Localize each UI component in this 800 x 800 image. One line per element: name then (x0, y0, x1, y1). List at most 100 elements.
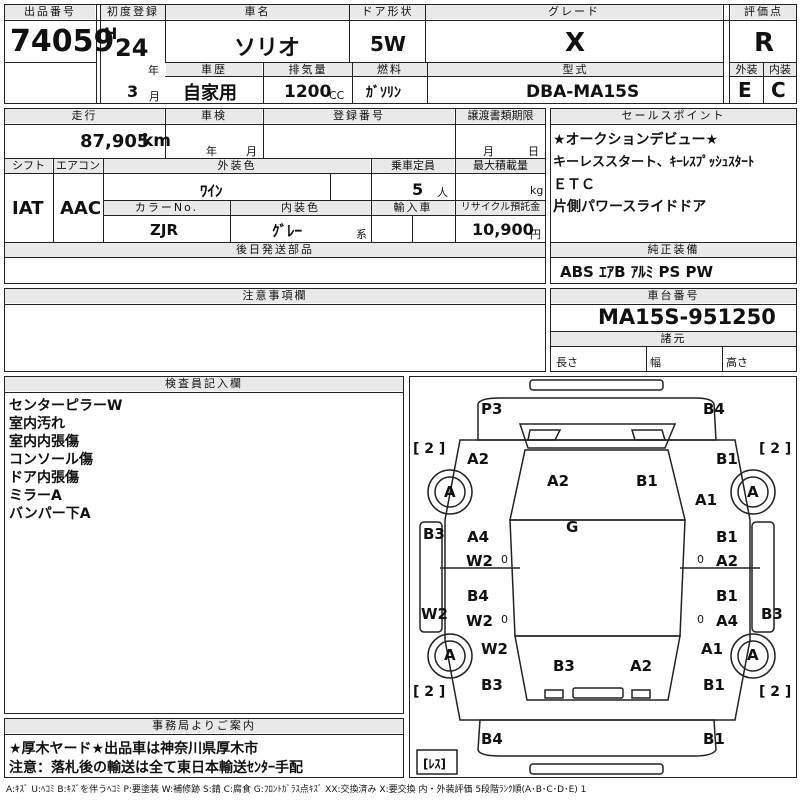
inspector-note: 室内内張傷 (9, 434, 79, 450)
damage-label: B3 (423, 525, 445, 543)
history-header: 車歴 (166, 63, 262, 76)
capacity-unit: 人 (437, 186, 448, 199)
inspector-note: ミラーA (9, 488, 62, 504)
ext-header: 外装 (730, 63, 763, 76)
capacity: 5 (412, 180, 424, 199)
inspector-note: コンソール傷 (9, 452, 93, 468)
damage-label: A (444, 483, 456, 501)
sales-line-2: キーレススタート、ｷｰﾚｽﾌﾟｯｼｭｽﾀｰﾄ (553, 155, 755, 170)
damage-label: W2 (466, 612, 493, 630)
damage-label: P3 (481, 400, 503, 418)
interior-header: 内装色 (231, 201, 370, 215)
model: DBA-MA15S (526, 82, 640, 102)
model-header: 型式 (428, 63, 723, 76)
displacement: 1200 (284, 82, 332, 102)
later-parts-header: 後日発送部品 (5, 243, 545, 257)
damage-label: B1 (703, 676, 725, 694)
office-line-1: ★厚木ヤード★出品車は神奈川県厚木市 (9, 741, 259, 757)
chassis-block (550, 288, 797, 372)
door-type: 5W (370, 32, 406, 56)
ac-header: エアコン (54, 159, 102, 173)
sales-line-1: ★オークションデビュー★ (553, 132, 719, 148)
inspector-note: バンパー下A (9, 506, 91, 522)
lot-header: 出品番号 (5, 5, 95, 19)
transfer-day-unit: 日 (528, 145, 539, 158)
damage-label: B4 (481, 730, 503, 748)
maxload-unit: kg (530, 184, 544, 197)
color-header: 外装色 (104, 159, 370, 173)
ext-grade: E (738, 78, 752, 102)
color-no: ZJR (150, 221, 179, 239)
inspector-note: 室内汚れ (9, 416, 65, 432)
insp-month-unit: 月 (246, 145, 257, 158)
reg-month: 3 (127, 82, 139, 101)
displacement-header: 排気量 (264, 63, 352, 76)
damage-label: G (566, 518, 579, 536)
fuel: ｶﾞｿﾘﾝ (366, 85, 401, 101)
interior-unit: 系 (356, 228, 367, 241)
damage-label: A2 (467, 450, 490, 468)
inspector-block (4, 376, 404, 714)
grade-header: グレード (426, 5, 722, 19)
fuel-header: 燃料 (353, 63, 427, 76)
inspection-header: 車検 (166, 109, 262, 123)
displacement-unit: CC (329, 89, 345, 102)
transfer-header: 譲渡書類期限 (456, 109, 545, 123)
damage-label: A (747, 483, 759, 501)
office-block (4, 718, 404, 778)
office-line-2: 注意：落札後の輸送は全て東日本輸送ｾﾝﾀｰ手配 (9, 760, 303, 776)
sales-block (550, 108, 797, 284)
damage-label: W2 (466, 552, 493, 570)
damage-label: B1 (636, 472, 658, 490)
damage-label: A2 (716, 552, 739, 570)
equipment-header: 純正装備 (551, 243, 796, 257)
damage-label: B1 (703, 730, 725, 748)
caution-block (4, 288, 546, 372)
mileage-header: 走行 (5, 109, 164, 123)
sales-header: セールスポイント (551, 109, 796, 123)
mileage-unit: km (142, 131, 172, 151)
detail-block (4, 108, 546, 284)
zero-mark: 0 (697, 613, 704, 626)
year-unit: 年 (148, 64, 159, 77)
insp-year-unit: 年 (206, 145, 217, 158)
tire-depth-rr: [ 2 ] (759, 684, 792, 700)
dims-header: 諸元 (551, 332, 796, 346)
car-diagram (409, 376, 797, 778)
damage-label: B1 (716, 450, 738, 468)
transfer-month-unit: 月 (483, 145, 494, 158)
damage-label: B4 (467, 587, 489, 605)
damage-label: B3 (761, 605, 783, 623)
equipment: ABS ｴｱB ｱﾙﾐ PS PW (560, 263, 714, 281)
score-header: 評価点 (731, 5, 796, 19)
int-grade: C (771, 78, 786, 102)
sales-line-4: 片側パワースライドドア (553, 199, 707, 215)
inspector-note: ドア内張傷 (9, 470, 79, 486)
reg-year: 24 (115, 34, 149, 62)
damage-label: A2 (547, 472, 570, 490)
lot-number: 74059 (10, 24, 115, 59)
spare-tire: [ﾚｽ] (423, 757, 446, 771)
office-header: 事務局よりご案内 (5, 719, 403, 733)
zero-mark: 0 (501, 553, 508, 566)
caution-header: 注意事項欄 (5, 289, 545, 303)
exterior-color: ﾜｲﾝ (200, 182, 223, 200)
damage-label: A4 (716, 612, 739, 630)
history: 自家用 (183, 83, 237, 104)
int-header: 内装 (764, 63, 796, 76)
capacity-header: 乗車定員 (372, 159, 454, 173)
damage-label: A1 (701, 640, 724, 658)
damage-label: B3 (481, 676, 503, 694)
door-header: ドア形状 (350, 5, 425, 19)
legend: A:ｷｽﾞ U:ﾍｺﾐ B:ｷｽﾞを伴うﾍｺﾐ P:要塗装 W:補修跡 S:錆 … (6, 785, 587, 795)
import-header: 輸入車 (372, 201, 454, 215)
first-reg-header: 初度登録 (101, 5, 165, 19)
inspector-note: センターピラーW (9, 398, 123, 414)
interior-color: ｸﾞﾚｰ (272, 222, 303, 240)
width-label: 幅 (650, 356, 661, 369)
mileage: 87,905 (80, 131, 150, 152)
recycle-header: リサイクル預託金 (456, 201, 545, 215)
month-unit: 月 (149, 90, 160, 103)
score: R (754, 28, 775, 58)
